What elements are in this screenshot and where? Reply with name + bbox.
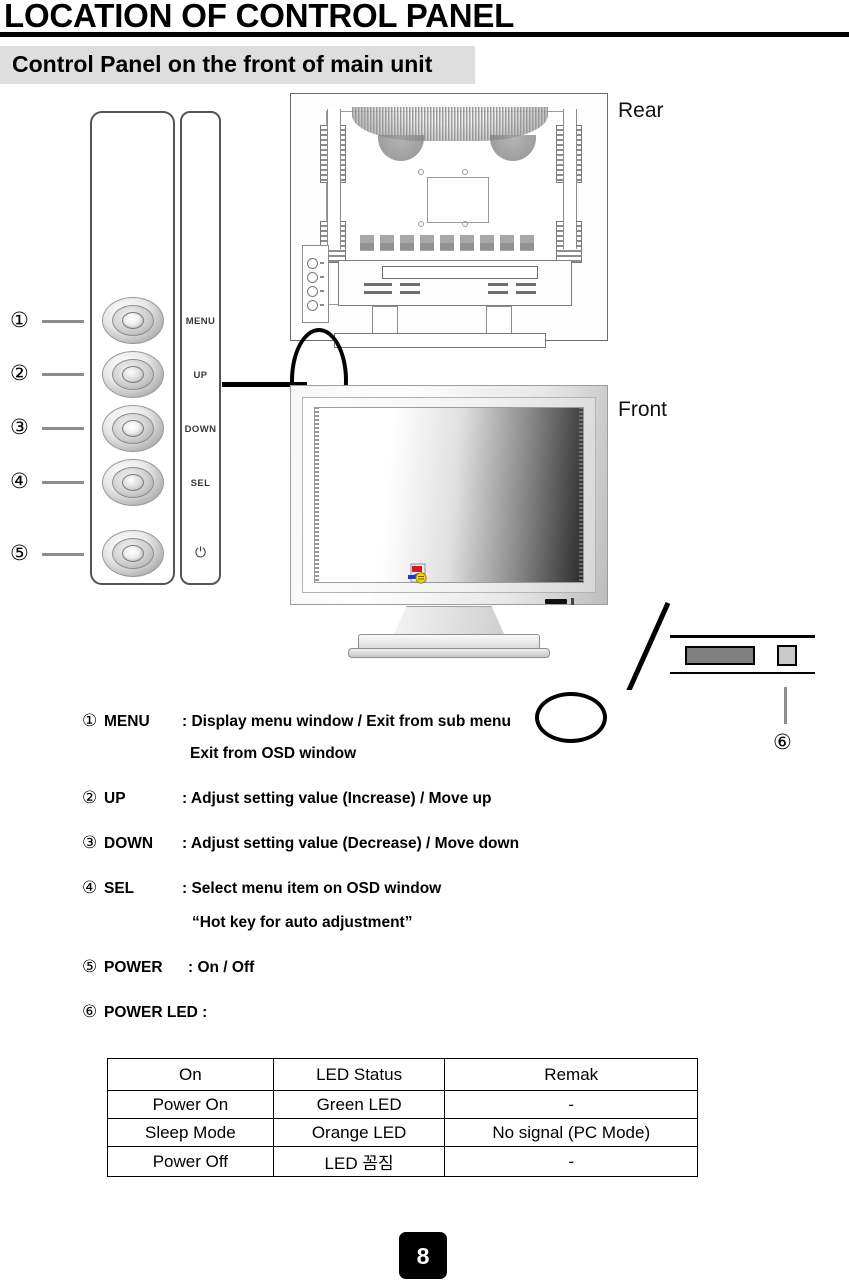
leader-line-3 (42, 427, 84, 430)
menu-button-label: MENU (185, 316, 216, 327)
description-num-5: ⑤ (82, 957, 98, 977)
description-item-power: ⑤ POWER : On / Off (82, 957, 254, 977)
figure-control-panel-location: ① ② ③ ④ ⑤ MENU UP DOWN SEL ⏻ (0, 85, 849, 754)
table-header-led-status: LED Status (272, 1058, 446, 1091)
description-text-5: : On / Off (188, 959, 255, 976)
power-button-illustration (102, 530, 164, 577)
leader-line-2 (42, 373, 84, 376)
led-bar-shape (685, 646, 755, 665)
description-item-sel: ④ SEL : Select menu item on OSD window (82, 878, 441, 898)
table-row: Power On Green LED - (107, 1090, 698, 1119)
description-text-2: : Adjust setting value (Increase) / Move… (182, 790, 492, 807)
leader-line-1 (42, 320, 84, 323)
screen-document-icon (406, 563, 430, 587)
table-cell-state: Power Off (107, 1146, 274, 1177)
callout-3: ③ (10, 415, 29, 439)
description-key-2: UP (104, 790, 126, 807)
front-led-highlight-ellipse (535, 692, 607, 743)
rear-control-panel-detail (302, 245, 329, 323)
power-icon: ⏻ (194, 545, 207, 561)
table-header-row: On LED Status Remak (107, 1058, 698, 1091)
page-number: 8 (416, 1243, 430, 1269)
control-panel-label-strip (180, 111, 221, 585)
rear-view-label: Rear (618, 99, 664, 122)
table-header-on: On (107, 1058, 274, 1091)
table-cell-remark: No signal (PC Mode) (444, 1118, 698, 1147)
leader-line-6 (784, 687, 787, 724)
table-cell-state: Sleep Mode (107, 1118, 274, 1147)
description-text-4: : Select menu item on OSD window (182, 880, 442, 897)
callout-2: ② (10, 361, 29, 385)
sel-button-illustration (102, 459, 164, 506)
sel-button-label: SEL (190, 478, 211, 489)
description-text-1: : Display menu window / Exit from sub me… (182, 713, 511, 730)
description-text-3: : Adjust setting value (Decrease) / Move… (182, 835, 520, 852)
table-cell-remark: - (444, 1090, 698, 1119)
table-row: Power Off LED 꼼짐 - (107, 1146, 698, 1177)
menu-button-illustration (102, 297, 164, 344)
table-cell-remark: - (444, 1146, 698, 1177)
description-item-menu: ① MENU : Display menu window / Exit from s… (82, 711, 511, 731)
monitor-front-illustration (290, 385, 608, 663)
power-led-secondary (571, 598, 574, 605)
callout-6: ⑥ (773, 730, 792, 754)
description-sub-4: “Hot key for auto adjustment” (192, 914, 413, 931)
leader-line-5 (42, 553, 84, 556)
up-button-label: UP (193, 370, 208, 381)
title-divider (0, 32, 849, 37)
table-row: Sleep Mode Orange LED No signal (PC Mode… (107, 1118, 698, 1147)
led-square-shape (777, 645, 797, 666)
page-number-badge (399, 1232, 447, 1279)
description-num-1: ① (82, 711, 98, 731)
power-led-indicator (545, 599, 567, 604)
description-key-1: MENU (104, 713, 150, 730)
table-cell-led: Orange LED (272, 1118, 446, 1147)
callout-5: ⑤ (10, 541, 29, 565)
description-item-power-led: ⑥ POWER LED : (82, 1002, 207, 1022)
control-panel-button-strip (90, 111, 175, 585)
pointer-line-rear (222, 382, 307, 387)
description-item-up: ② UP : Adjust setting value (Increase) / M… (82, 788, 492, 808)
monitor-rear-illustration (290, 93, 608, 350)
description-num-6: ⑥ (82, 1002, 98, 1022)
page-title: LOCATION OF CONTROL PANEL (4, 0, 515, 34)
power-led-status-table: On LED Status Remak Power On Green LED -… (107, 1058, 698, 1177)
section-banner (0, 46, 475, 84)
table-header-remak: Remak (444, 1058, 698, 1091)
table-cell-state: Power On (107, 1090, 274, 1119)
table-cell-led: Green LED (272, 1090, 446, 1119)
callout-1: ① (10, 308, 29, 332)
down-button-label: DOWN (184, 424, 217, 435)
callout-4: ④ (10, 469, 29, 493)
section-banner-label: Control Panel on the front of main unit (12, 51, 433, 77)
leader-line-4 (42, 481, 84, 484)
description-num-3: ③ (82, 833, 98, 853)
description-key-5: POWER (104, 959, 163, 976)
description-num-4: ④ (82, 878, 98, 898)
description-key-6: POWER LED : (104, 1004, 208, 1021)
description-sub-1: Exit from OSD window (190, 745, 357, 762)
description-key-3: DOWN (104, 835, 154, 852)
down-button-illustration (102, 405, 164, 452)
description-item-down: ③ DOWN : Adjust setting value (Decrease) /… (82, 833, 519, 853)
led-detail-illustration (670, 635, 815, 675)
front-view-label: Front (618, 398, 668, 421)
description-num-2: ② (82, 788, 98, 808)
up-button-illustration (102, 351, 164, 398)
description-key-4: SEL (104, 880, 135, 897)
table-cell-led: LED 꼼짐 (272, 1146, 446, 1177)
